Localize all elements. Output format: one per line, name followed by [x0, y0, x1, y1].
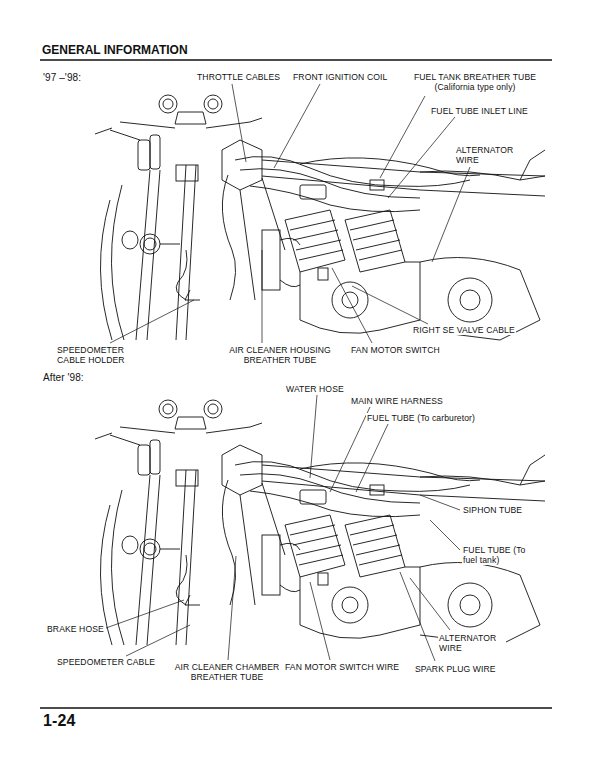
- part-label: MAIN WIRE HARNESS: [350, 396, 444, 406]
- model-year-heading: After '98:: [42, 372, 85, 384]
- part-label: THROTTLE CABLES: [196, 72, 281, 82]
- page-number: 1-24: [42, 712, 76, 730]
- part-label: FAN MOTOR SWITCH WIRE: [284, 662, 400, 672]
- part-label: SIPHON TUBE: [462, 505, 523, 515]
- model-year-heading: '97 –'98:: [42, 72, 82, 84]
- part-label: RIGHT SE VALVE CABLE: [412, 325, 516, 335]
- part-label: BRAKE HOSE: [46, 624, 105, 634]
- page-heading: GENERAL INFORMATION: [42, 43, 188, 57]
- part-label: FUEL TUBE INLET LINE: [430, 106, 529, 116]
- part-label: FUEL TUBE (To fuel tank): [462, 545, 540, 565]
- part-label: WATER HOSE: [285, 384, 345, 394]
- part-label: SPEEDOMETER CABLE HOLDER: [56, 345, 154, 365]
- part-label: SPARK PLUG WIRE: [414, 664, 497, 674]
- part-label: FUEL TANK BREATHER TUBE (California type…: [404, 72, 546, 92]
- part-label: FAN MOTOR SWITCH: [350, 345, 441, 355]
- part-label: AIR CLEANER CHAMBER BREATHER TUBE: [170, 662, 284, 682]
- part-label: AIR CLEANER HOUSING BREATHER TUBE: [226, 345, 334, 365]
- part-label: ALTERNATOR WIRE: [438, 633, 506, 653]
- part-label: SPEEDOMETER CABLE: [56, 657, 156, 667]
- part-label: ALTERNATOR WIRE: [455, 145, 523, 165]
- part-label: FUEL TUBE (To carburetor): [366, 413, 476, 423]
- part-label: FRONT IGNITION COIL: [292, 72, 388, 82]
